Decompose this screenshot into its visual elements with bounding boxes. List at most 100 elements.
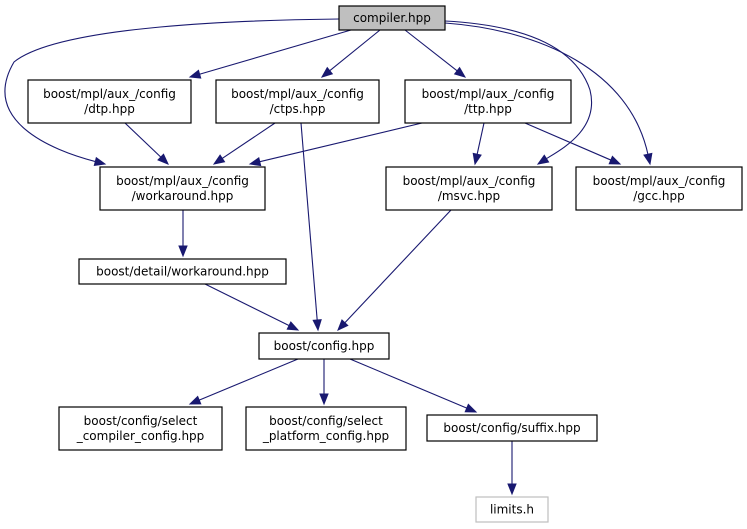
node-label: _platform_config.hpp	[262, 429, 389, 443]
node-label: boost/config/suffix.hpp	[443, 421, 580, 435]
edge-line	[349, 358, 468, 410]
node-label: boost/config/select	[84, 414, 198, 428]
arrow-head-icon	[464, 403, 478, 413]
edge-compiler-to-ttp	[404, 29, 467, 78]
edge-ttp-to-gcc	[524, 122, 622, 165]
edge-compiler-to-dtp	[188, 29, 352, 79]
edge-line	[524, 122, 612, 161]
edge-config-to-select_platform	[319, 359, 329, 406]
edge-line	[444, 20, 593, 160]
edge-mpl_workaround-to-detail_workaround	[178, 210, 188, 258]
edge-line	[300, 122, 318, 322]
edge-line	[328, 29, 381, 72]
arrow-head-icon	[286, 321, 300, 331]
node-box	[245, 406, 407, 451]
node-label: limits.h	[490, 503, 534, 517]
edge-line	[258, 122, 423, 163]
node-label: boost/mpl/aux_/config	[43, 87, 176, 101]
edge-ttp-to-msvc	[472, 122, 485, 166]
node-box	[78, 258, 287, 285]
edge-line	[476, 122, 485, 156]
arrow-head-icon	[157, 153, 169, 165]
node-box	[426, 414, 598, 442]
node-label: boost/mpl/aux_/config	[231, 87, 364, 101]
arrow-head-icon	[507, 483, 517, 496]
node-label: /msvc.hpp	[438, 189, 500, 203]
arrow-head-icon	[536, 154, 550, 165]
node-msvc[interactable]: boost/mpl/aux_/config/msvc.hpp	[385, 166, 553, 211]
node-label: boost/mpl/aux_/config	[116, 174, 249, 188]
node-detail-workaround[interactable]: boost/detail/workaround.hpp	[78, 258, 287, 285]
edge-config-to-suffix	[349, 358, 478, 413]
arrow-head-icon	[320, 66, 334, 78]
arrow-head-icon	[453, 66, 467, 78]
edge-line	[124, 122, 162, 159]
node-ttp[interactable]: boost/mpl/aux_/config/ttp.hpp	[404, 79, 572, 124]
edge-detail_workaround-to-config	[204, 283, 300, 331]
node-label: /ctps.hpp	[270, 102, 326, 116]
node-compiler[interactable]: compiler.hpp	[338, 5, 446, 31]
edge-compiler-to-msvc	[444, 20, 593, 165]
edge-line	[444, 22, 649, 156]
node-box	[385, 166, 553, 211]
edge-line	[198, 29, 352, 76]
node-label: /ttp.hpp	[464, 102, 512, 116]
edge-msvc-to-config	[337, 209, 452, 331]
node-mpl-workaround[interactable]: boost/mpl/aux_/config/workaround.hpp	[99, 166, 266, 211]
edge-dtp-to-mpl_workaround	[124, 122, 169, 165]
edge-line	[4, 18, 340, 163]
node-label: compiler.hpp	[353, 11, 431, 25]
node-box	[99, 166, 266, 211]
node-box	[404, 79, 572, 124]
node-label: /workaround.hpp	[132, 189, 234, 203]
arrow-head-icon	[178, 245, 188, 258]
node-label: boost/detail/workaround.hpp	[96, 265, 269, 279]
arrow-head-icon	[337, 319, 349, 331]
node-config[interactable]: boost/config.hpp	[258, 332, 390, 360]
node-box	[58, 406, 223, 451]
edge-compiler-to-mpl_workaround	[4, 18, 340, 167]
arrow-head-icon	[248, 156, 262, 167]
node-label: boost/config.hpp	[274, 339, 375, 353]
edge-line	[204, 283, 291, 327]
node-box	[338, 5, 446, 31]
node-select-compiler[interactable]: boost/config/select_compiler_config.hpp	[58, 406, 223, 451]
node-label: /dtp.hpp	[84, 102, 135, 116]
edge-config-to-select_compiler	[188, 358, 299, 405]
arrow-head-icon	[188, 395, 202, 405]
edges-layer	[4, 18, 653, 496]
node-dtp[interactable]: boost/mpl/aux_/config/dtp.hpp	[27, 79, 192, 124]
node-label: _compiler_config.hpp	[76, 429, 205, 443]
arrow-head-icon	[93, 156, 107, 167]
node-select-platform[interactable]: boost/config/select_platform_config.hpp	[245, 406, 407, 451]
node-label: boost/config/select	[269, 414, 383, 428]
edge-ctps-to-config	[300, 122, 322, 332]
node-suffix[interactable]: boost/config/suffix.hpp	[426, 414, 598, 442]
node-ctps[interactable]: boost/mpl/aux_/config/ctps.hpp	[215, 79, 380, 124]
arrow-head-icon	[319, 393, 329, 406]
edge-suffix-to-limits	[507, 441, 517, 496]
edge-ttp-to-mpl_workaround	[248, 122, 423, 167]
edge-ctps-to-mpl_workaround	[212, 122, 276, 165]
node-box	[215, 79, 380, 124]
node-box	[475, 496, 549, 523]
edge-line	[343, 209, 452, 324]
node-label: boost/mpl/aux_/config	[403, 174, 536, 188]
arrow-head-icon	[312, 319, 322, 332]
arrow-head-icon	[188, 69, 202, 79]
edge-line	[198, 358, 299, 402]
node-box	[27, 79, 192, 124]
edge-compiler-to-ctps	[320, 29, 381, 78]
node-label: boost/mpl/aux_/config	[593, 174, 726, 188]
node-label: /gcc.hpp	[633, 189, 685, 203]
edge-line	[404, 29, 459, 72]
arrow-head-icon	[212, 154, 226, 165]
arrow-head-icon	[643, 152, 653, 166]
node-box	[575, 166, 743, 211]
node-gcc[interactable]: boost/mpl/aux_/config/gcc.hpp	[575, 166, 743, 211]
nodes-layer: compiler.hpp boost/mpl/aux_/config/dtp.hp…	[27, 5, 743, 523]
node-label: boost/mpl/aux_/config	[422, 87, 555, 101]
node-limits[interactable]: limits.h	[475, 496, 549, 523]
edge-line	[221, 122, 276, 160]
